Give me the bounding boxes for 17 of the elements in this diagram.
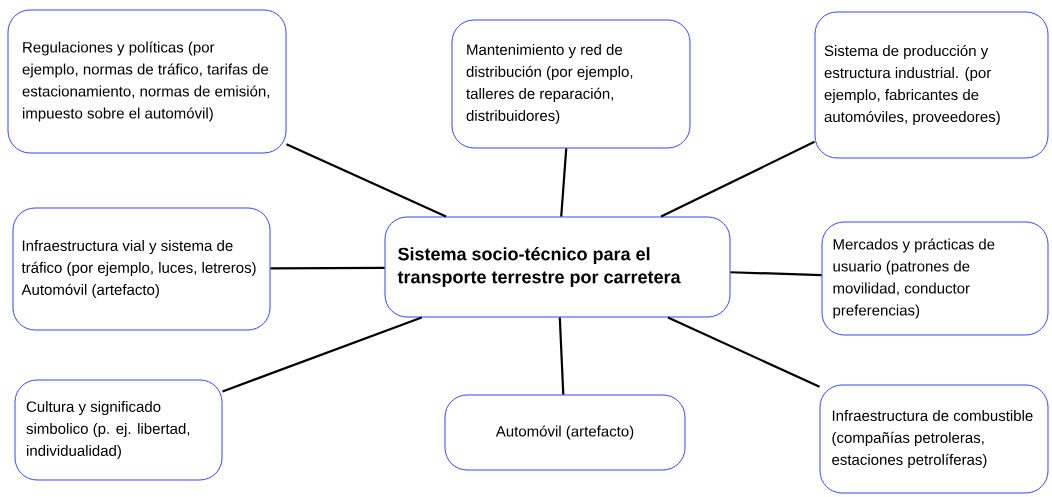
connector-line <box>730 271 822 277</box>
topic-box: Cultura y significado simbolico (p. ej. libertad, individualidad) <box>14 379 223 481</box>
connector-line <box>222 316 423 393</box>
connector-line <box>270 266 385 270</box>
connector-line <box>667 316 820 388</box>
connector-line <box>660 140 815 218</box>
topic-box: Infraestructura de combustible (compañías petroleras, estaciones petrolíferas) <box>819 384 1049 494</box>
connector-line <box>286 143 447 218</box>
connector-line <box>558 317 565 395</box>
connector-line <box>560 148 568 217</box>
topic-box: Mantenimiento y red de distribución (por ejemplo, talleres de reparación, distribuidores) <box>451 19 691 149</box>
topic-box: Mercados y prácticas de usuario (patrones de movilidad, conductor preferencias) <box>821 221 1049 336</box>
center-box: Sistema socio-técnico para el transporte terrestre por carretera <box>384 216 731 318</box>
topic-box: Regulaciones y políticas (por ejemplo, normas de tráfico, tarifas de estacionamiento, normas de emisión, impuesto sobre el automóvil) <box>7 9 287 154</box>
topic-box: Sistema de producción y estructura industrial. (por ejemplo, fabricantes de automóviles, proveedores) <box>814 11 1049 159</box>
topic-box: Infraestructura vial y sistema de tráfico (por ejemplo, luces, letreros) Automóvil (artefacto) <box>12 207 271 331</box>
topic-box: Automóvil (artefacto) <box>444 394 686 471</box>
